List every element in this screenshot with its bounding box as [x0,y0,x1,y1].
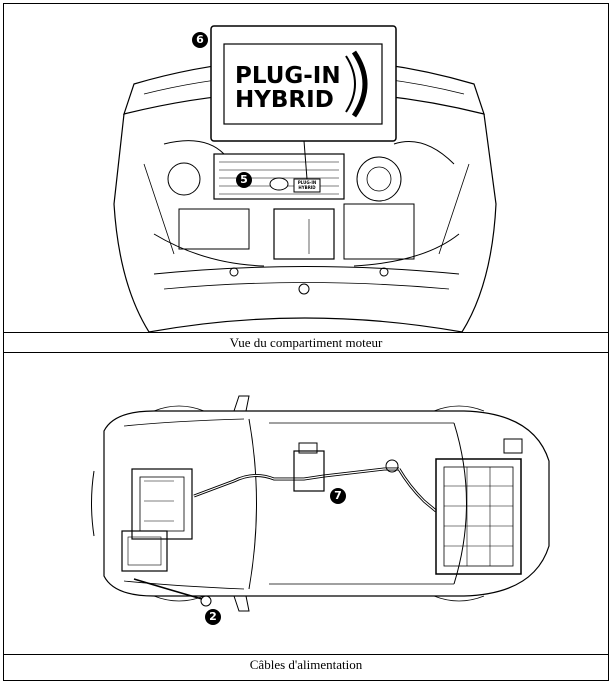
toyota-emblem [269,177,289,191]
figure-frame: PLUG-IN HYBRID PLUG-IN HYBRID 6 5 Vue du… [3,3,609,681]
small-badge-text: PLUG-IN HYBRID [297,180,317,190]
left-mirror [233,395,250,412]
callout-2: 2 [205,609,221,625]
charge-cable [133,578,203,600]
engine-bay-drawing [113,25,497,332]
car-body-outline [103,410,550,597]
figure2-caption: Câbles d'alimentation [4,654,608,674]
right-fender [461,113,497,332]
badge-swoosh [351,50,368,118]
figure1-caption: Vue du compartiment moteur [4,332,608,353]
badge-leader-line [303,140,308,180]
auxiliary-battery [503,438,523,454]
engine-cover [213,153,345,200]
left-fender [113,113,150,332]
traction-battery [435,458,522,575]
engine-compartment-illustration: PLUG-IN HYBRID PLUG-IN HYBRID 6 5 [4,4,608,332]
charger-junction [293,450,325,492]
badge-line-plugin: PLUG-IN [235,63,341,89]
callout-6: 6 [192,32,208,48]
badge-line-hybrid: HYBRID [235,87,334,113]
vehicle-topview-drawing [91,395,550,612]
charging-inlet [200,595,212,607]
power-control-unit [121,530,168,572]
engine-transaxle [131,468,193,540]
power-cable-main [193,467,399,498]
power-cables-illustration: 7 2 [4,351,608,654]
callout-5: 5 [236,172,252,188]
air-filter-box [273,208,335,260]
right-mirror [233,595,250,612]
brake-reservoir [356,156,402,202]
callout-7: 7 [330,488,346,504]
bumper-line [148,317,463,332]
